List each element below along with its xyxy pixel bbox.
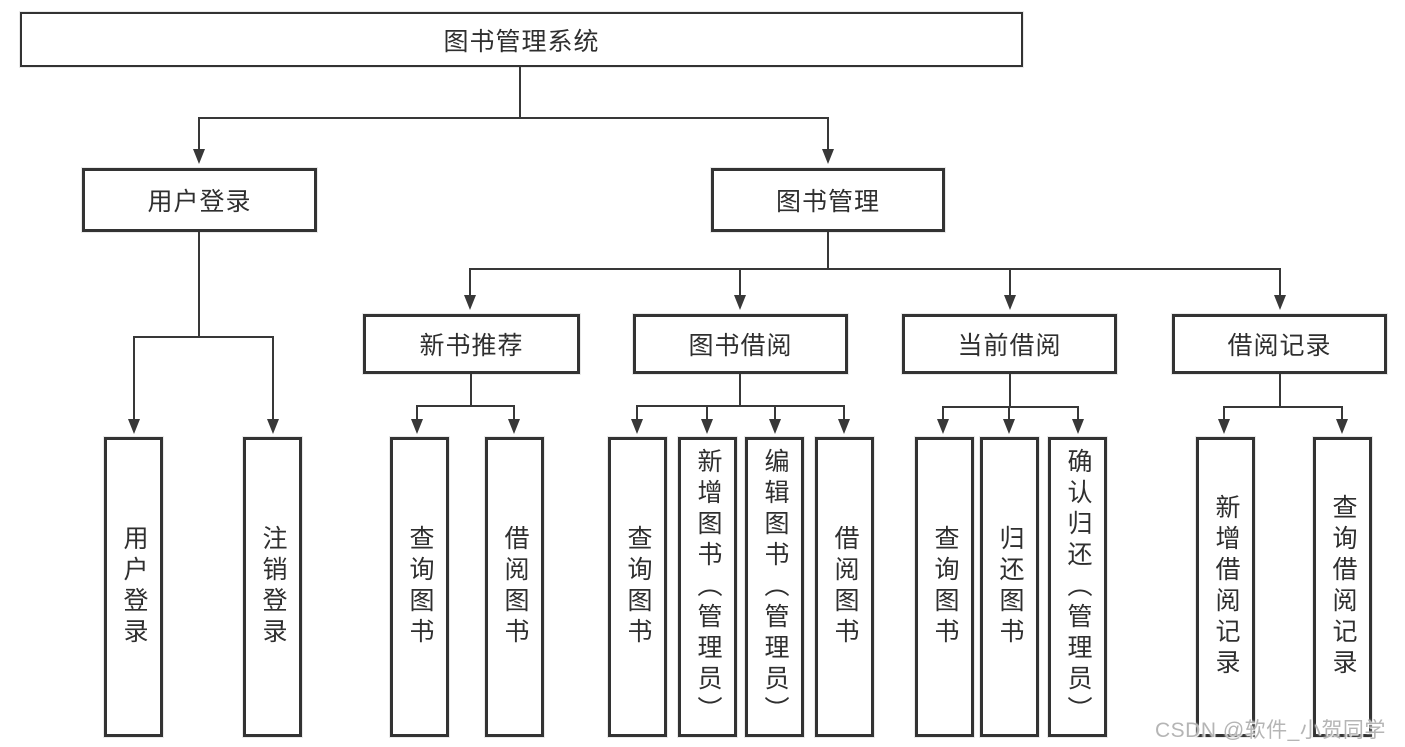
connector-to-user-login xyxy=(198,117,200,150)
leaf-query-borrow-record-label: 查询借阅记录 xyxy=(1329,494,1357,680)
leaf-query-books-1: 查询图书 xyxy=(390,437,449,737)
leaf-query-books-2-label: 查询图书 xyxy=(624,525,652,649)
leaf-borrow-books-1-label: 借阅图书 xyxy=(501,525,529,649)
connector-user-login-stem xyxy=(198,232,200,338)
node-book-borrow: 图书借阅 xyxy=(633,314,848,374)
arrow-down-icon xyxy=(1336,419,1348,434)
leaf-add-borrow-record: 新增借阅记录 xyxy=(1196,437,1255,737)
arrow-down-icon xyxy=(411,419,423,434)
arrow-down-icon xyxy=(734,295,746,310)
connector-borrow-record-stem xyxy=(1279,374,1281,408)
arrow-down-icon xyxy=(128,419,140,434)
node-current-borrow: 当前借阅 xyxy=(902,314,1117,374)
leaf-user-login: 用户登录 xyxy=(104,437,163,737)
leaf-borrow-books-2-label: 借阅图书 xyxy=(831,525,859,649)
arrow-down-icon xyxy=(701,419,713,434)
connector-to-leaf xyxy=(843,405,845,420)
leaf-logout-label: 注销登录 xyxy=(259,525,287,649)
connector-to-leaf xyxy=(133,336,135,420)
leaf-return-book: 归还图书 xyxy=(980,437,1039,737)
connector-to-book-management xyxy=(827,117,829,150)
arrow-down-icon xyxy=(1004,295,1016,310)
node-new-book-recommend: 新书推荐 xyxy=(363,314,580,374)
leaf-user-login-label: 用户登录 xyxy=(120,525,148,649)
leaf-query-books-1-label: 查询图书 xyxy=(406,525,434,649)
node-new-book-recommend-label: 新书推荐 xyxy=(419,332,524,360)
leaf-add-book-admin-label: 新增图书（管理员） xyxy=(694,447,722,727)
connector-borrow-record-branch xyxy=(1223,406,1343,408)
csdn-watermark: CSDN @软件_小贺同学 xyxy=(1155,719,1386,742)
node-user-login: 用户登录 xyxy=(82,168,317,232)
connector-book-borrow-stem xyxy=(739,374,741,407)
leaf-confirm-return-admin-label: 确认归还（管理员） xyxy=(1064,447,1092,727)
connector-level3-branch xyxy=(469,268,1281,270)
connector-to-current-borrow xyxy=(1009,268,1011,296)
arrow-down-icon xyxy=(193,149,205,164)
leaf-return-book-label: 归还图书 xyxy=(996,525,1024,649)
leaf-query-borrow-record: 查询借阅记录 xyxy=(1313,437,1372,737)
leaf-borrow-books-2: 借阅图书 xyxy=(815,437,874,737)
connector-new-book-stem xyxy=(470,374,472,407)
connector-user-login-branch xyxy=(133,336,274,338)
connector-to-leaf xyxy=(1008,406,1010,420)
connector-book-borrow-branch xyxy=(636,405,845,407)
arrow-down-icon xyxy=(838,419,850,434)
connector-to-leaf xyxy=(942,406,944,420)
node-user-login-label: 用户登录 xyxy=(147,188,252,216)
leaf-edit-book-admin: 编辑图书（管理员） xyxy=(745,437,804,737)
connector-to-leaf xyxy=(272,336,274,420)
leaf-query-books-3: 查询图书 xyxy=(915,437,974,737)
connector-to-leaf xyxy=(416,405,418,420)
connector-to-leaf xyxy=(1223,406,1225,420)
arrow-down-icon xyxy=(1274,295,1286,310)
connector-to-book-borrow xyxy=(739,268,741,296)
leaf-edit-book-admin-label: 编辑图书（管理员） xyxy=(761,447,789,727)
arrow-down-icon xyxy=(1003,419,1015,434)
connector-book-management-stem xyxy=(827,232,829,270)
leaf-add-borrow-record-label: 新增借阅记录 xyxy=(1212,494,1240,680)
connector-level2-branch xyxy=(198,117,829,119)
connector-to-new-book xyxy=(469,268,471,296)
arrow-down-icon xyxy=(1072,419,1084,434)
arrow-down-icon xyxy=(769,419,781,434)
connector-current-borrow-branch xyxy=(942,406,1079,408)
arrow-down-icon xyxy=(1218,419,1230,434)
connector-to-leaf xyxy=(636,405,638,420)
connector-to-borrow-record xyxy=(1279,268,1281,296)
leaf-query-books-3-label: 查询图书 xyxy=(931,525,959,649)
node-borrow-record: 借阅记录 xyxy=(1172,314,1387,374)
leaf-add-book-admin: 新增图书（管理员） xyxy=(678,437,737,737)
arrow-down-icon xyxy=(822,149,834,164)
leaf-confirm-return-admin: 确认归还（管理员） xyxy=(1048,437,1107,737)
node-root: 图书管理系统 xyxy=(20,12,1023,67)
arrow-down-icon xyxy=(267,419,279,434)
leaf-borrow-books-1: 借阅图书 xyxy=(485,437,544,737)
node-borrow-record-label: 借阅记录 xyxy=(1227,332,1332,360)
connector-new-book-branch xyxy=(416,405,515,407)
connector-root-stem xyxy=(519,67,521,118)
leaf-logout: 注销登录 xyxy=(243,437,302,737)
node-book-borrow-label: 图书借阅 xyxy=(688,332,793,360)
connector-to-leaf xyxy=(774,405,776,420)
arrow-down-icon xyxy=(631,419,643,434)
connector-to-leaf xyxy=(513,405,515,420)
node-root-label: 图书管理系统 xyxy=(443,27,600,56)
arrow-down-icon xyxy=(937,419,949,434)
arrow-down-icon xyxy=(464,295,476,310)
connector-current-borrow-stem xyxy=(1009,374,1011,408)
connector-to-leaf xyxy=(1341,406,1343,420)
node-book-management-label: 图书管理 xyxy=(775,188,880,216)
arrow-down-icon xyxy=(508,419,520,434)
connector-to-leaf xyxy=(1077,406,1079,420)
leaf-query-books-2: 查询图书 xyxy=(608,437,667,737)
connector-to-leaf xyxy=(706,405,708,420)
node-book-management: 图书管理 xyxy=(711,168,945,232)
node-current-borrow-label: 当前借阅 xyxy=(957,332,1062,360)
